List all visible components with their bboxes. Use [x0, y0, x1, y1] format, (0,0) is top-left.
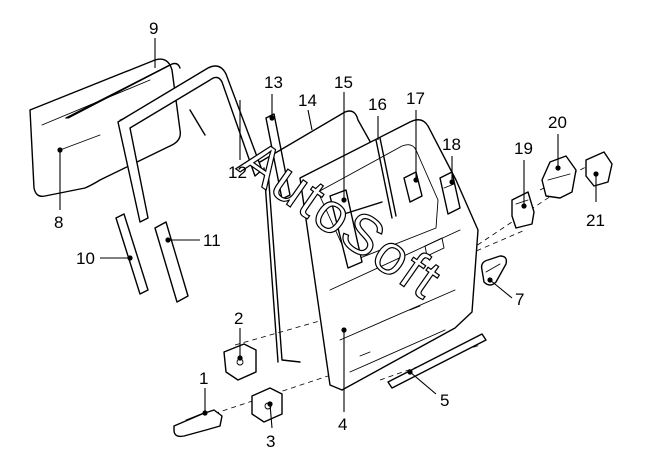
callout-label: 8 — [54, 213, 63, 232]
part-9-glass-run-channel — [67, 62, 206, 136]
callout-label: 4 — [338, 415, 347, 434]
callout-9: 9 — [149, 19, 158, 68]
callout-label: 14 — [298, 91, 317, 110]
part-20-lock-actuator — [541, 155, 577, 199]
callout-label: 12 — [228, 163, 247, 182]
part-19-door-lock — [511, 191, 535, 229]
part-13-trim-strip — [265, 113, 291, 200]
callout-11: 11 — [165, 231, 221, 250]
callout-1: 1 — [199, 369, 208, 416]
callout-17: 17 — [406, 89, 425, 183]
callout-13: 13 — [264, 73, 283, 121]
callout-label: 20 — [548, 113, 567, 132]
part-3-lower-hinge — [251, 387, 283, 423]
callout-14: 14 — [298, 91, 317, 131]
callout-label: 16 — [368, 95, 387, 114]
part-12-window-frame — [117, 65, 263, 223]
part-15-window-regulator — [329, 189, 383, 269]
callout-label: 1 — [199, 369, 208, 388]
callout-label: 17 — [406, 89, 425, 108]
callout-15: 15 — [334, 73, 353, 203]
callout-12: 12 — [228, 100, 247, 182]
part-11-front-guide-rail — [154, 221, 189, 303]
part-7-outside-handle — [480, 255, 508, 286]
callout-4: 4 — [338, 327, 347, 434]
callout-16: 16 — [368, 95, 387, 140]
callout-8: 8 — [54, 147, 63, 232]
part-18-latch-bracket — [439, 171, 461, 215]
callout-label: 19 — [514, 139, 533, 158]
callout-label: 2 — [234, 309, 243, 328]
callout-3: 3 — [266, 401, 275, 451]
callout-21: 21 — [586, 171, 605, 230]
callout-label: 3 — [266, 432, 275, 451]
part-8-door-glass — [29, 58, 182, 198]
callout-label: 5 — [440, 391, 449, 410]
callout-label: 21 — [586, 211, 605, 230]
part-14-door-weatherstrip — [259, 110, 373, 363]
part-21-striker — [585, 151, 613, 187]
callout-19: 19 — [514, 139, 533, 209]
callout-label: 15 — [334, 73, 353, 92]
part-1-door-check — [173, 409, 223, 438]
callout-18: 18 — [442, 135, 461, 185]
part-16-division-channel — [375, 137, 397, 219]
callout-7: 7 — [487, 277, 524, 309]
callout-label: 9 — [149, 19, 158, 38]
callout-label: 13 — [264, 73, 283, 92]
callout-label: 10 — [76, 249, 95, 268]
callout-label: 18 — [442, 135, 461, 154]
callout-10: 10 — [76, 249, 133, 268]
callout-label: 11 — [203, 231, 221, 250]
callout-5: 5 — [407, 369, 449, 410]
callout-label: 7 — [515, 290, 524, 309]
part-10-rear-guide-rail — [115, 213, 149, 295]
callout-2: 2 — [234, 309, 243, 361]
callout-20: 20 — [548, 113, 567, 171]
